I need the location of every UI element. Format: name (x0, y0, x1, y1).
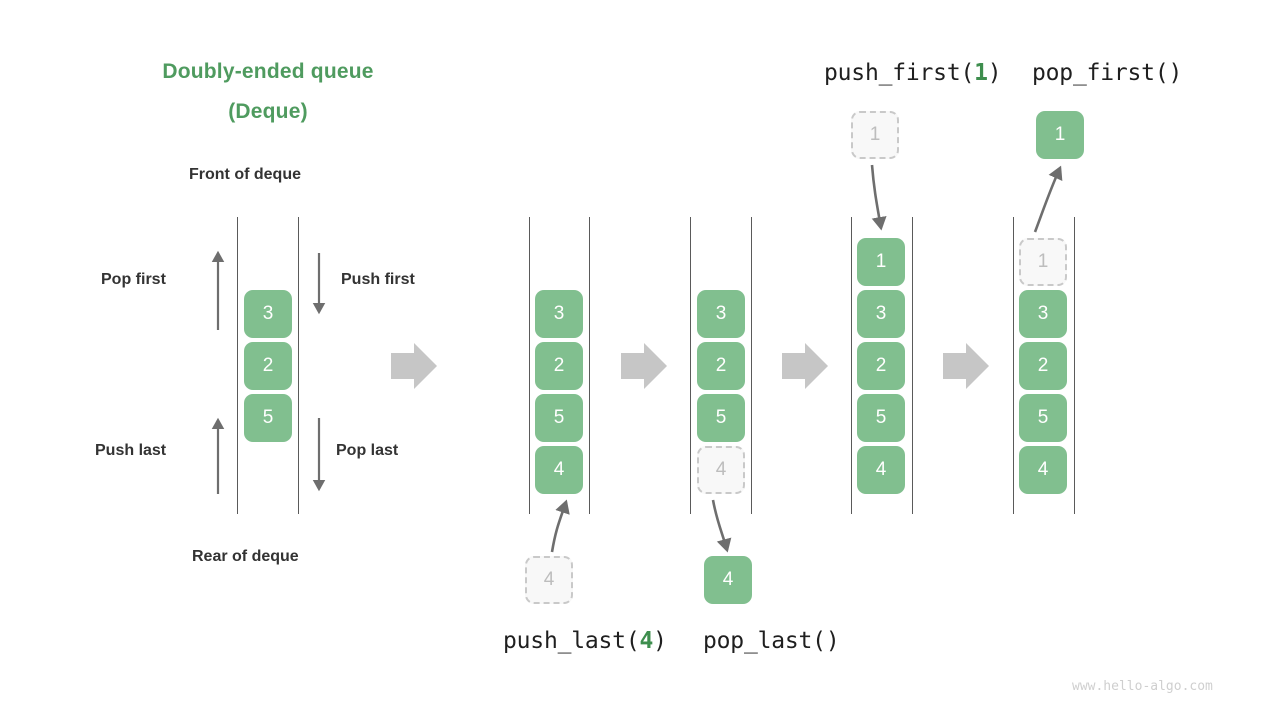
deque-cell: 1 (1019, 238, 1067, 286)
op-push-last-arg: 4 (639, 628, 654, 654)
flow-arrow-icon (391, 343, 437, 389)
op-pop-last-label: pop_last() (703, 628, 840, 654)
deque-rail-right-3 (751, 217, 753, 514)
flow-arrow-icon (782, 343, 828, 389)
deque-cell: 4 (857, 446, 905, 494)
deque-cell: 3 (244, 290, 292, 338)
page-title-line1: Doubly-ended queue (162, 60, 374, 83)
deque-cell: 1 (857, 238, 905, 286)
op-push-last-name: push_last( (503, 628, 640, 654)
op-pop-first-label: pop_first() (1032, 60, 1183, 86)
watermark: www.hello-algo.com (1072, 679, 1213, 694)
deque-cell: 2 (857, 342, 905, 390)
deque-cell: 5 (1019, 394, 1067, 442)
deque-cell: 2 (535, 342, 583, 390)
deque-outgoing-cell: 1 (1036, 111, 1084, 159)
deque-outgoing-cell: 4 (704, 556, 752, 604)
push-first-insert-arrow-icon (870, 164, 887, 231)
pop-first-label: Pop first (101, 271, 166, 288)
rear-of-deque-label: Rear of deque (192, 548, 299, 565)
deque-cell: 3 (1019, 290, 1067, 338)
deque-cell: 2 (244, 342, 292, 390)
deque-rail-left-1 (237, 217, 239, 514)
push-last-label: Push last (95, 442, 167, 459)
deque-cell: 3 (697, 290, 745, 338)
page-title-line2: (Deque) (228, 100, 308, 123)
deque-cell: 4 (697, 446, 745, 494)
op-push-last-close: ) (653, 628, 667, 654)
deque-rail-right-5 (1074, 217, 1076, 514)
deque-cell: 3 (535, 290, 583, 338)
op-push-first-label: push_first(1) (824, 60, 1002, 86)
flow-arrow-icon (943, 343, 989, 389)
deque-rail-right-1 (298, 217, 300, 514)
deque-rail-right-4 (912, 217, 914, 514)
push-last-insert-arrow-icon (550, 499, 570, 553)
deque-cell: 5 (244, 394, 292, 442)
deque-cell: 5 (697, 394, 745, 442)
deque-cell: 2 (1019, 342, 1067, 390)
deque-rail-left-3 (690, 217, 692, 514)
push-first-label: Push first (341, 271, 415, 288)
pop-last-label: Pop last (336, 442, 399, 459)
deque-cell: 2 (697, 342, 745, 390)
deque-cell: 4 (535, 446, 583, 494)
deque-incoming-cell: 1 (851, 111, 899, 159)
deque-rail-right-2 (589, 217, 591, 514)
op-push-last-label: push_last(4) (503, 628, 667, 654)
deque-rail-left-4 (851, 217, 853, 514)
op-push-first-close: ) (987, 60, 1002, 86)
op-push-first-arg: 1 (974, 60, 988, 86)
deque-rail-left-2 (529, 217, 531, 514)
deque-rail-left-5 (1013, 217, 1015, 514)
deque-cell: 4 (1019, 446, 1067, 494)
front-of-deque-label: Front of deque (189, 166, 301, 183)
op-push-first-name: push_first( (824, 60, 975, 86)
pop-last-remove-arrow-icon (711, 499, 732, 553)
flow-arrow-icon (621, 343, 667, 389)
deque-incoming-cell: 4 (525, 556, 573, 604)
deque-cell: 3 (857, 290, 905, 338)
deque-cell: 5 (857, 394, 905, 442)
deque-cell: 5 (535, 394, 583, 442)
pop-first-remove-arrow-icon (1033, 165, 1063, 233)
